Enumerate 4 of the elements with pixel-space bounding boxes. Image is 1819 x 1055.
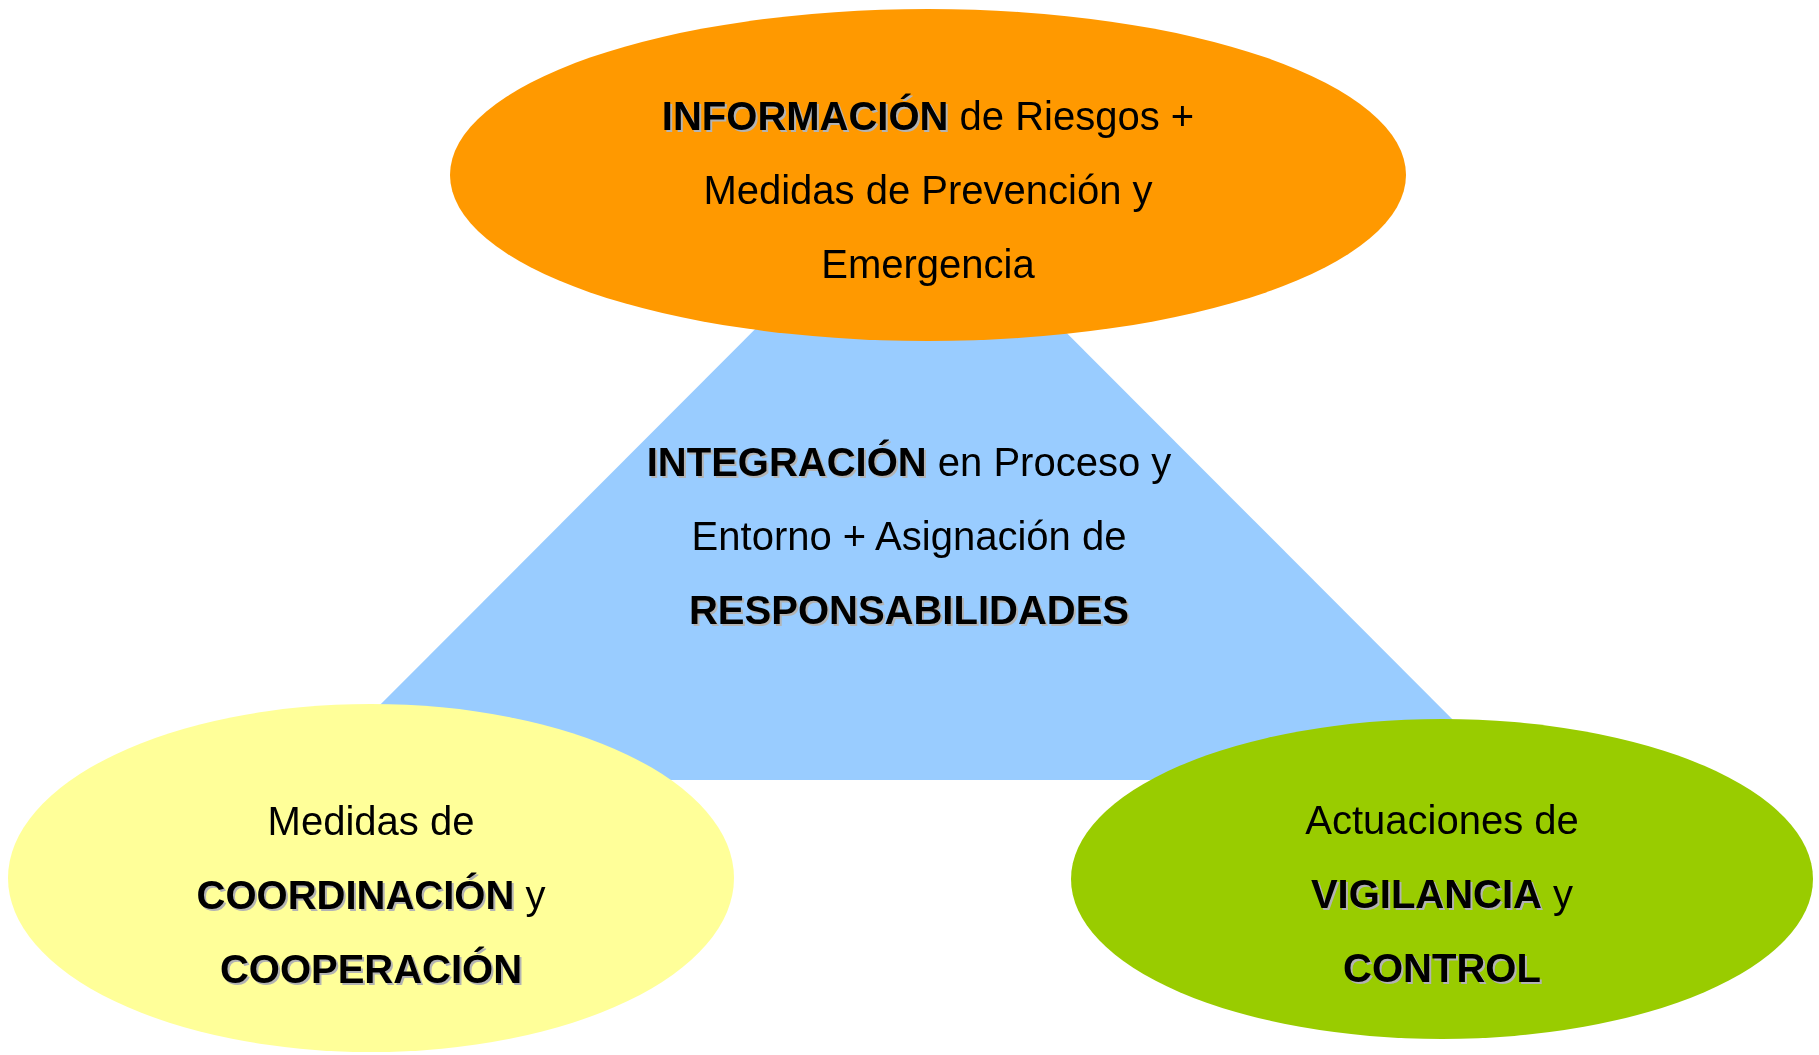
node-label: Medidas de COORDINACIÓN y COOPERACIÓN — [195, 798, 547, 993]
node-label: INFORMACIÓN de Riesgos + Medidas de Prevención y Emergencia — [660, 92, 1196, 288]
node-label: Actuaciones de VIGILANCIA y CONTROL — [1304, 797, 1580, 992]
node-label: INTEGRACIÓN en Proceso y Entorno + Asignación de RESPONSABILIDADES — [645, 438, 1173, 634]
